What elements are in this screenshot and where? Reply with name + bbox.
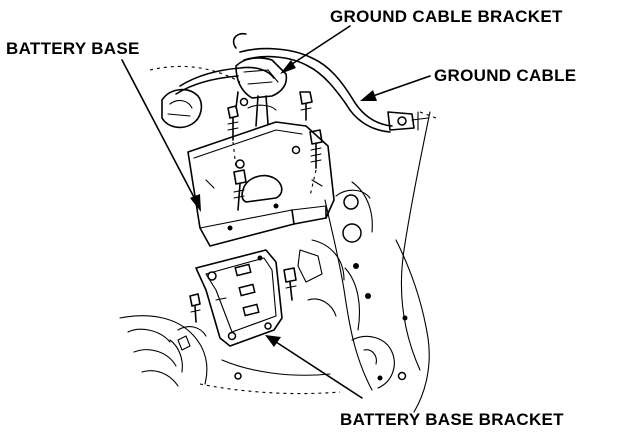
bolt-right-upper — [309, 129, 323, 169]
leader-ground-cable-bracket — [280, 25, 351, 74]
label-battery-base: BATTERY BASE — [6, 39, 140, 58]
label-ground-cable: GROUND CABLE — [434, 66, 576, 85]
bolt-battery-base-center — [233, 169, 247, 211]
bolt-bracket-left — [189, 293, 201, 323]
engine-bay-outline — [119, 65, 437, 413]
bolt-bracket-side — [283, 267, 297, 301]
label-ground-cable-bracket: GROUND CABLE BRACKET — [330, 7, 563, 26]
battery-base — [187, 121, 335, 247]
label-battery-base-bracket: BATTERY BASE BRACKET — [340, 410, 564, 429]
ground-cable — [175, 32, 429, 133]
battery-base-bracket — [189, 249, 297, 347]
leader-battery-base — [121, 59, 201, 212]
bolt-mid-upper — [299, 91, 313, 121]
leader-ground-cable — [360, 75, 431, 101]
battery-terminal — [161, 88, 203, 129]
mounting-bolts-upper — [227, 91, 323, 197]
leader-battery-base-bracket — [265, 335, 363, 399]
